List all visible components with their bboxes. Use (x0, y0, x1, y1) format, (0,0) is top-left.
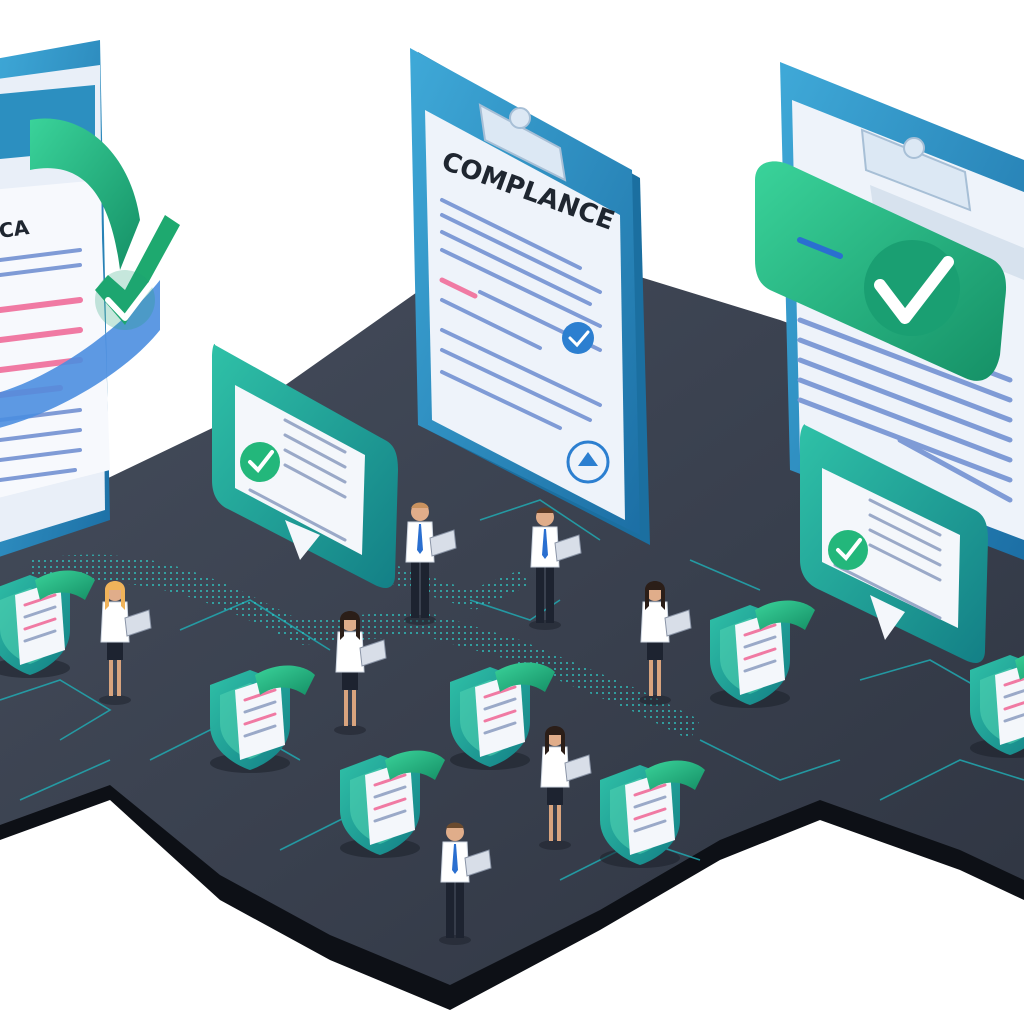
person-icon (99, 581, 152, 705)
right-speech-bubble (800, 424, 988, 663)
seal-icon (566, 440, 610, 484)
bubble-check-icon (828, 530, 868, 570)
shield-icon (450, 662, 555, 770)
left-speech-bubble (212, 343, 398, 588)
shield-icon (710, 600, 815, 708)
tablet-icon (564, 754, 592, 782)
center-clipboard: COMPLANCE (410, 48, 650, 545)
person-icon (404, 502, 457, 625)
person-icon (539, 726, 592, 850)
bubble-check-icon (240, 442, 280, 482)
tablet-icon (359, 639, 387, 667)
laptop-icon (464, 849, 492, 877)
tablet-icon (124, 609, 152, 637)
shield-icon (210, 665, 315, 773)
shield-icon (340, 750, 445, 858)
shield-icon (970, 655, 1024, 758)
left-clipboard: CA (0, 40, 180, 557)
shield-icon (600, 760, 705, 868)
person-icon (334, 611, 387, 735)
tablet-icon (664, 609, 692, 637)
right-check-banner (755, 161, 1007, 381)
people (99, 502, 692, 945)
laptop-icon (554, 534, 582, 562)
right-clipboard (755, 62, 1024, 560)
left-clipboard-heading: CA (0, 215, 31, 243)
left-check-icon (95, 215, 180, 330)
person-icon (639, 581, 692, 705)
person-icon (529, 507, 582, 630)
shield-icon (0, 570, 95, 678)
center-check-icon (562, 322, 594, 354)
person-icon (439, 822, 492, 945)
laptop-icon (429, 529, 457, 557)
shield-documents (0, 570, 1024, 868)
